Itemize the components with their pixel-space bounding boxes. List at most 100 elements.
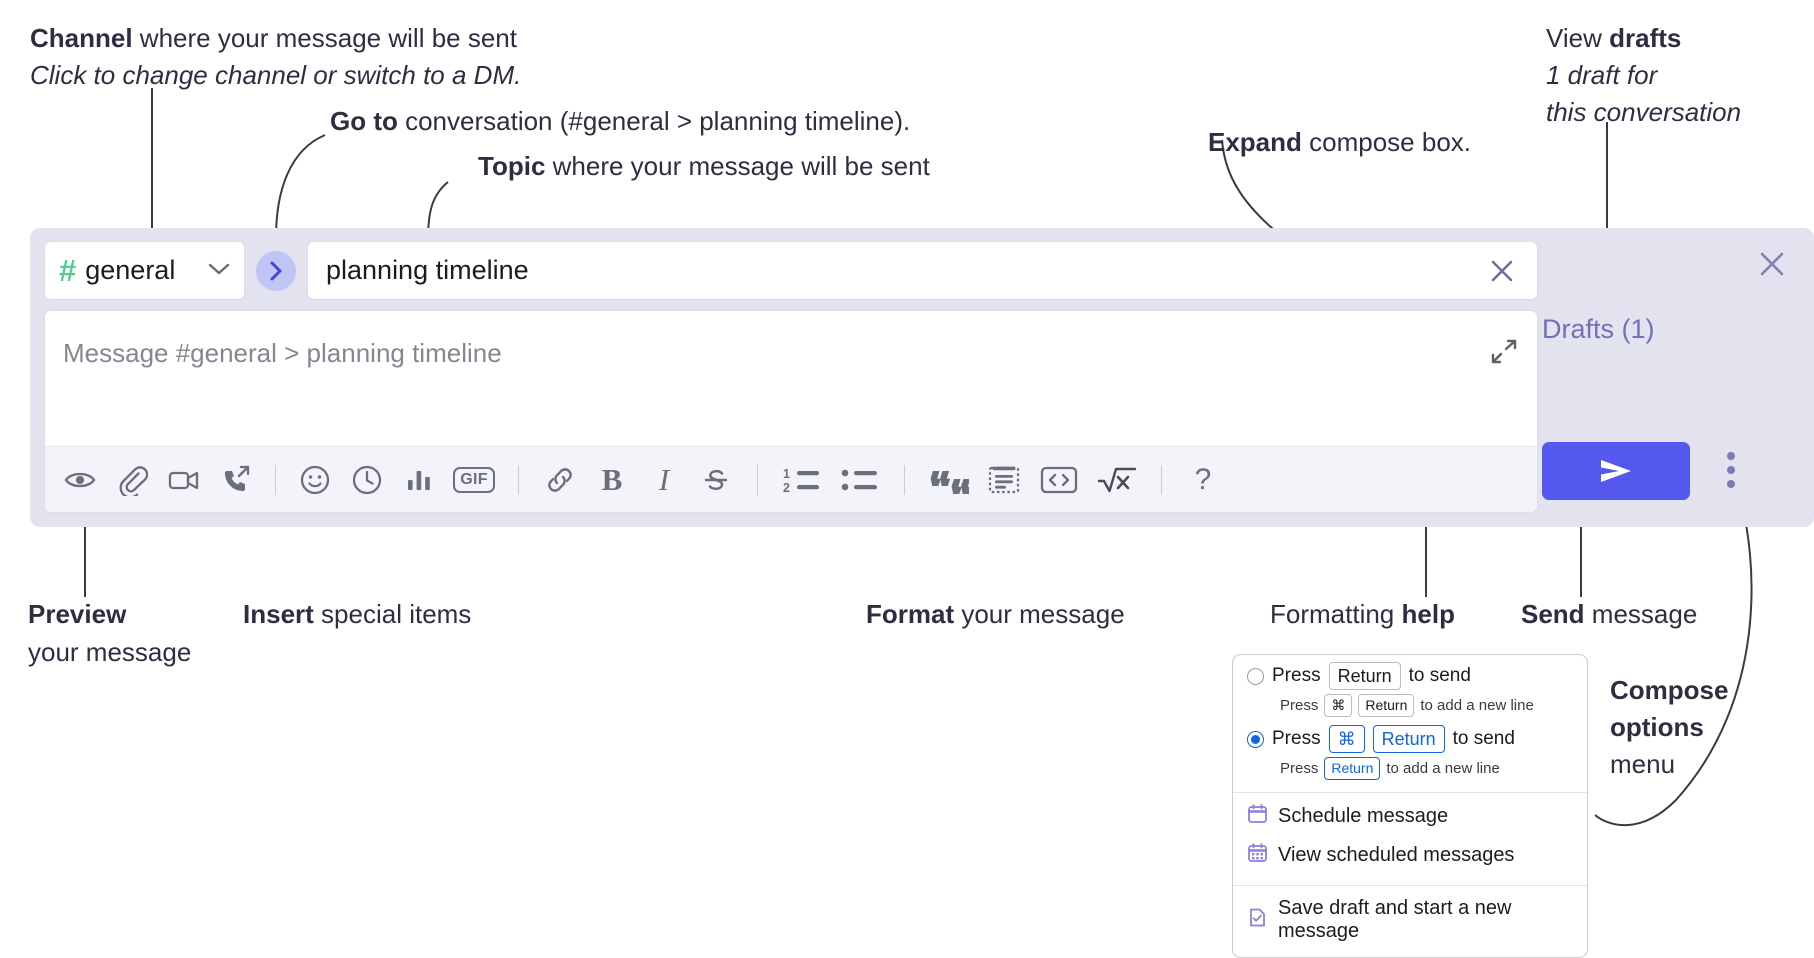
annotation-preview: Preview your message [28,598,191,670]
annotation-goto-bold: Go to [330,106,398,136]
annotation-channel-rest: where your message will be sent [132,23,517,53]
message-input-box[interactable]: Message #general > planning timeline [44,310,1538,513]
opt1-sub-pre: Press [1280,697,1319,715]
menu-group-schedule: Schedule message View scheduled messages [1233,793,1587,879]
help-icon[interactable]: ? [1177,454,1229,506]
save-draft-icon [1247,907,1268,934]
huddle-icon[interactable] [210,454,262,506]
help-label: ? [1194,462,1212,496]
channel-selector[interactable]: # general [44,241,245,300]
annotation-channel-bold: Channel [30,23,133,53]
annotation-send-bold: Send [1521,599,1585,629]
calendar-icon [1247,803,1268,830]
key-chip-return: Return [1372,725,1445,754]
go-to-conversation-button[interactable] [256,250,296,291]
message-placeholder: Message #general > planning timeline [63,338,502,368]
kebab-dot [1727,466,1735,474]
close-icon[interactable] [1479,248,1525,294]
expand-icon[interactable] [1485,333,1523,371]
strikethrough-icon[interactable] [690,454,742,506]
annotation-drafts-reg: View [1546,23,1610,53]
compose-options-button[interactable] [1714,449,1748,491]
bold-label: B [601,461,623,497]
ordered-list-icon[interactable]: 1 2 [773,454,831,506]
chevron-down-icon [208,261,230,281]
italic-icon[interactable]: I [638,454,690,506]
send-option-return-main: Press Return to send [1247,662,1573,691]
menu-item-label: Schedule message [1278,805,1449,828]
channel-name-label: general [85,255,176,285]
annotation-insert: Insert special items [243,598,471,631]
menu-item-schedule-message[interactable]: Schedule message [1233,797,1587,836]
send-option-cmd-return-sub: Press Return to add a new line [1280,757,1573,781]
annotation-goto-rest: conversation (#general > planning timeli… [397,106,911,136]
gif-icon[interactable]: GIF [445,454,503,506]
kebab-dot [1727,452,1735,460]
blockquote-icon[interactable] [920,454,978,506]
opt1-sub-post: to add a new line [1420,697,1534,715]
close-icon[interactable] [1752,244,1792,284]
compose-main-column: # general planning timeline M [44,241,1538,513]
radio-button-selected[interactable] [1247,730,1264,748]
annotation-drafts-bold: drafts [1609,23,1682,53]
svg-text:2: 2 [783,481,790,495]
compose-options-menu: Press Return to send Press ⌘ Return to a… [1232,654,1588,958]
annotation-format-bold: Format [866,599,955,629]
link-icon[interactable] [534,454,586,506]
bold-icon[interactable]: B [586,454,638,506]
compose-widget: # general planning timeline M [30,228,1814,527]
key-chip-cmd: ⌘ [1328,725,1365,754]
annotation-channel: Channel where your message will be sent … [30,22,521,93]
annotation-format-rest: your message [954,599,1125,629]
menu-divider [1233,885,1587,887]
annotation-preview-rest: your message [28,637,192,668]
send-option-cmd-return[interactable]: Press ⌘ Return to send Press Return to a… [1233,723,1587,786]
menu-divider [1233,792,1587,794]
toolbar-separator [757,464,758,495]
annotation-topic-rest: where your message will be sent [545,151,930,181]
annotation-format: Format your message [866,598,1125,631]
radio-button[interactable] [1247,667,1264,685]
topic-input[interactable]: planning timeline [307,241,1538,300]
math-icon[interactable] [1088,454,1146,506]
annotation-insert-bold: Insert [243,599,314,629]
opt2-sub-post: to add a new line [1386,760,1500,778]
annotation-help-reg: Formatting [1270,599,1402,629]
annotation-drafts: View drafts 1 draft for this conversatio… [1546,22,1741,129]
annotation-help: Formatting help [1270,598,1455,631]
compose-header-row: # general planning timeline [44,241,1538,300]
toolbar-separator [904,464,905,495]
key-chip-return: Return [1324,757,1381,781]
menu-item-label: Save draft and start a new message [1278,897,1512,943]
preview-icon[interactable] [54,454,106,506]
menu-item-view-scheduled-messages[interactable]: View scheduled messages [1233,836,1587,875]
attachment-icon[interactable] [106,454,158,506]
annotation-drafts-italic1: 1 draft for [1546,60,1658,91]
annotation-help-bold: help [1401,599,1455,629]
video-icon[interactable] [158,454,210,506]
annotation-expand-rest: compose box. [1301,127,1472,157]
emoji-icon[interactable] [289,454,341,506]
compose-right-panel: Drafts (1) [1524,228,1814,527]
poll-icon[interactable] [393,454,445,506]
menu-item-save-draft[interactable]: Save draft and start a new message [1233,891,1587,949]
code-icon[interactable] [1030,454,1088,506]
send-option-return-sub: Press ⌘ Return to add a new line [1280,694,1573,718]
toolbar-separator [275,464,276,495]
annotation-send: Send message [1521,598,1697,631]
send-option-return[interactable]: Press Return to send Press ⌘ Return to a… [1233,655,1587,723]
clock-icon[interactable] [341,454,393,506]
drafts-link[interactable]: Drafts (1) [1542,314,1655,344]
key-chip-cmd: ⌘ [1324,694,1353,718]
annotation-compose-options: Compose options menu [1610,672,1728,783]
annotation-goto: Go to conversation (#general > planning … [330,105,910,138]
send-button[interactable] [1542,442,1690,500]
code-block-icon[interactable] [978,454,1030,506]
opt2-pre: Press [1272,728,1321,750]
key-chip: Return [1328,662,1401,691]
bulleted-list-icon[interactable] [831,454,889,506]
toolbar-separator [1161,464,1162,495]
toolbar-separator [518,464,519,495]
svg-text:1: 1 [783,467,790,481]
